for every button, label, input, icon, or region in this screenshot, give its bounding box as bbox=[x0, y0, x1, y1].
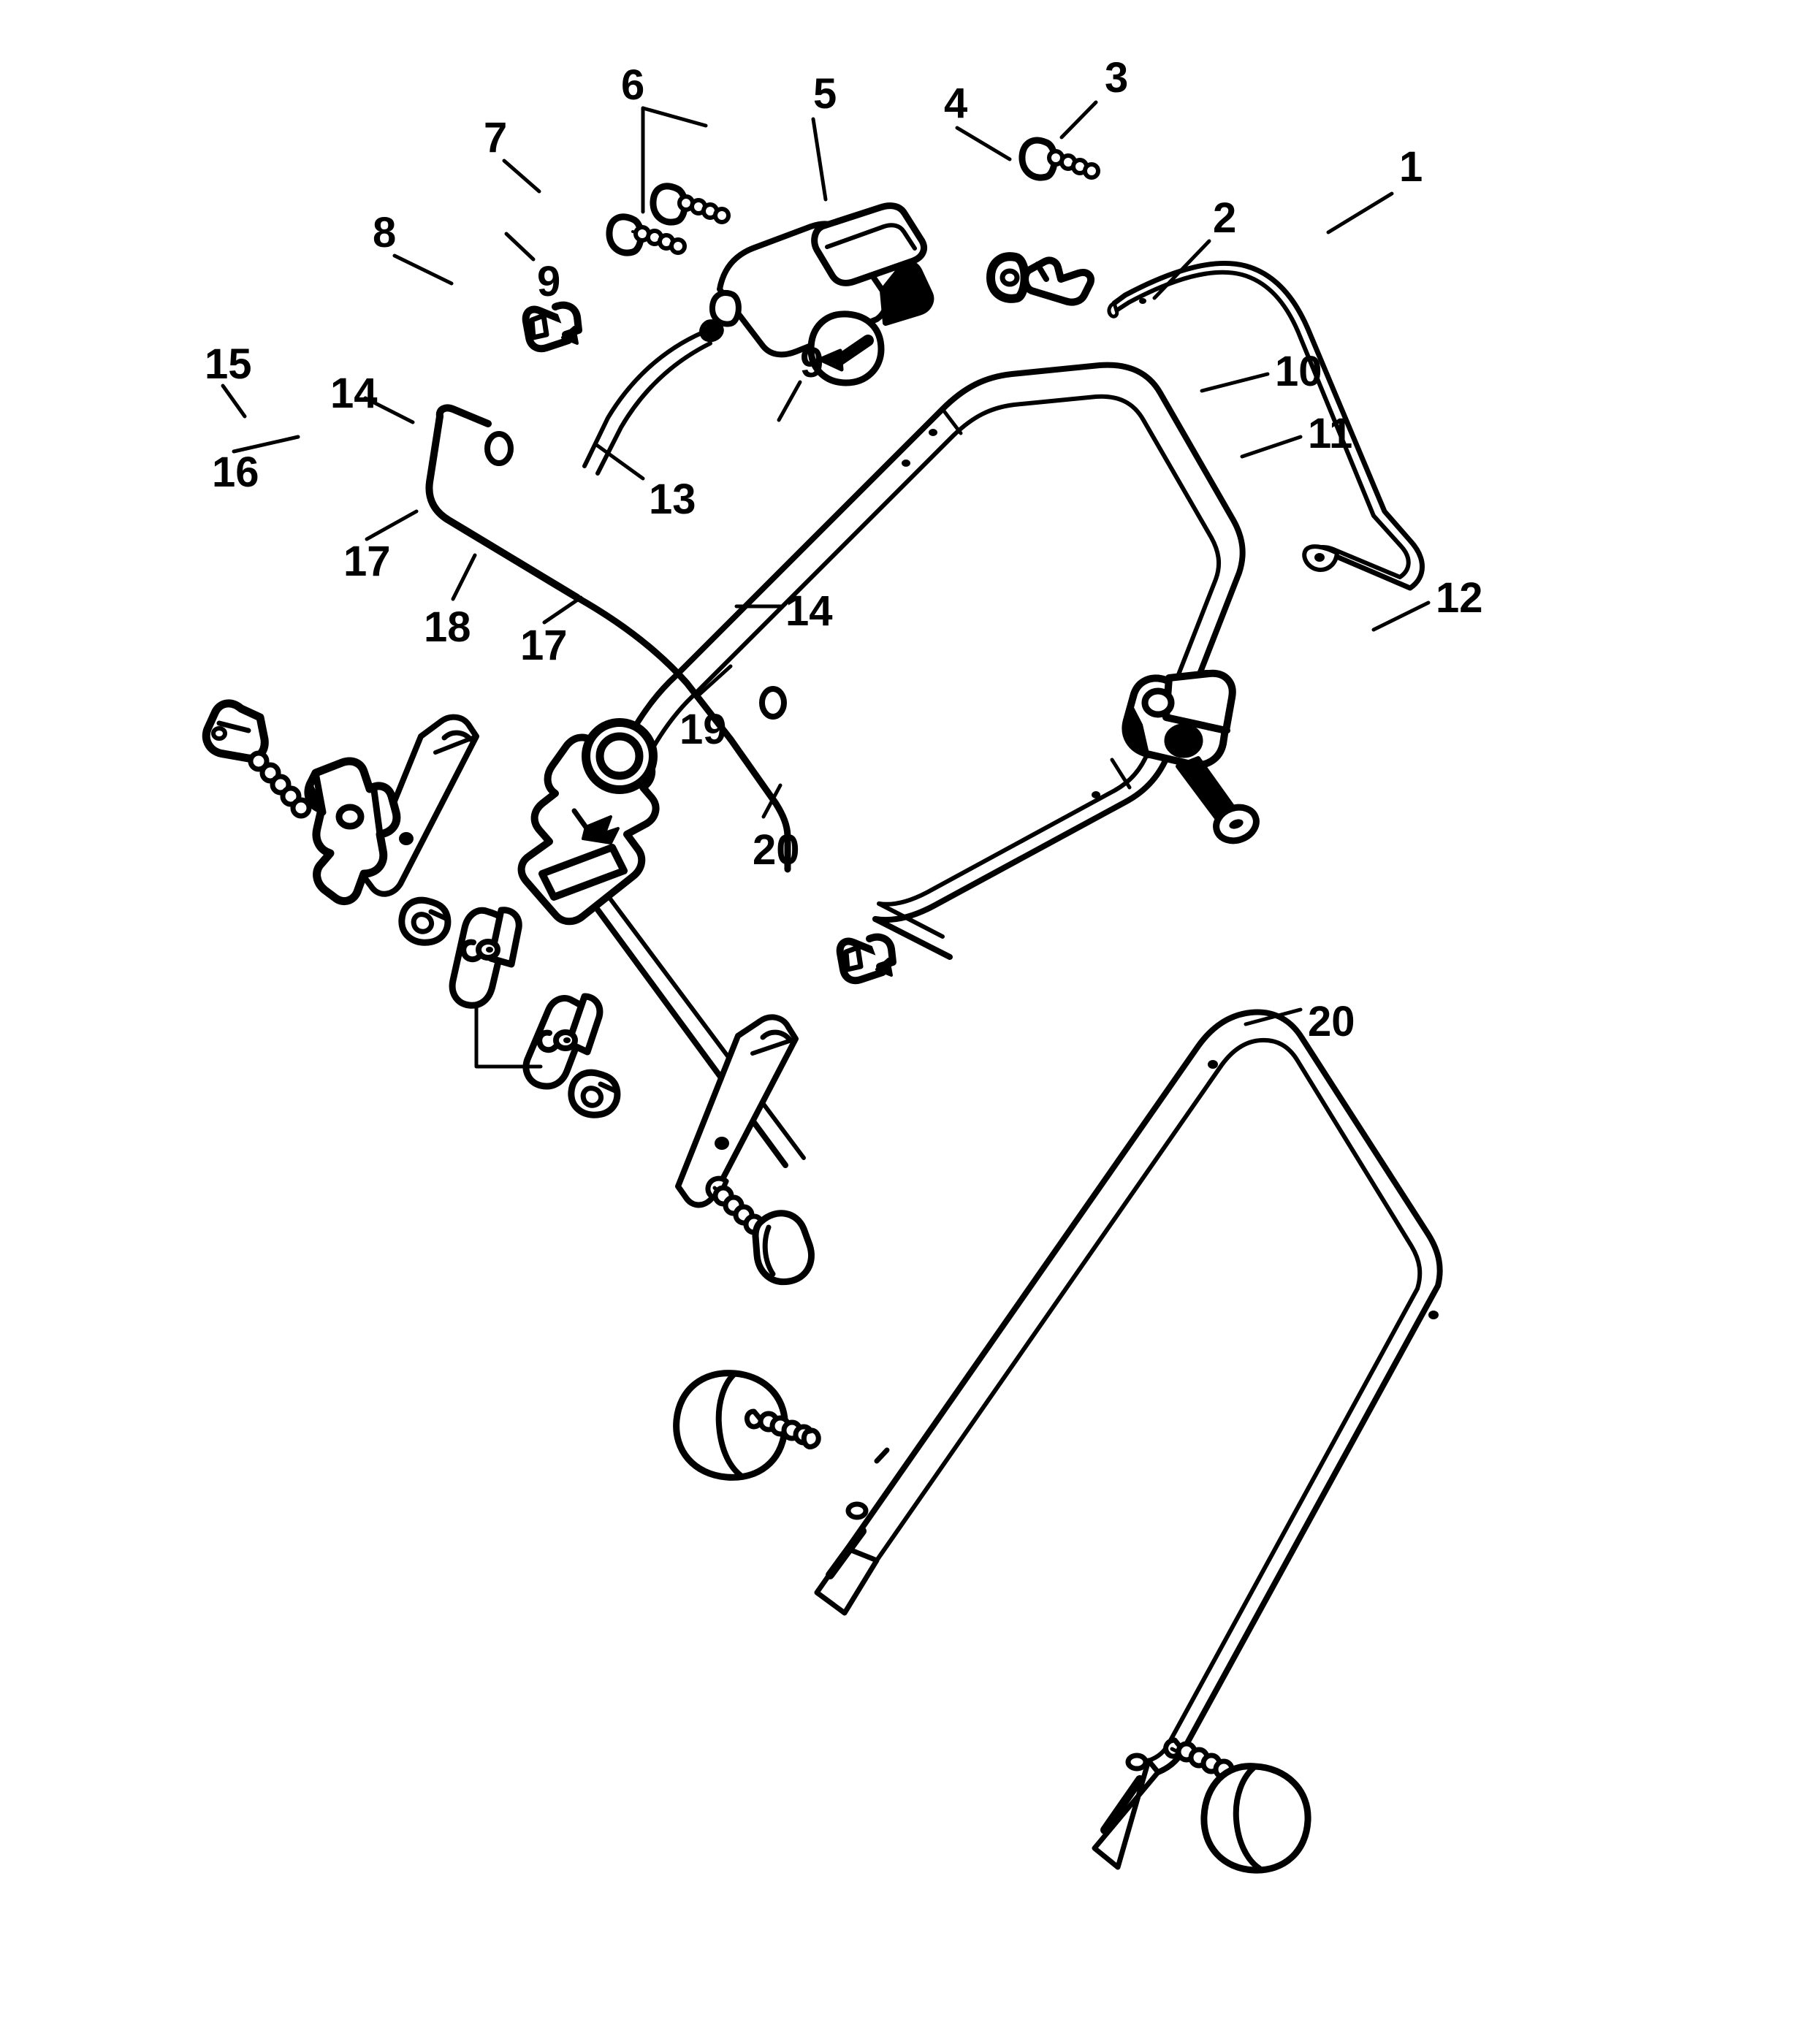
part-19-knob-screw bbox=[705, 1175, 815, 1286]
leader-line-cable-tie-clip-upper bbox=[365, 509, 419, 541]
callout-number-shoulder-bolt: 15 bbox=[205, 340, 252, 388]
callout-number-handle-bracket-knuckle: 10 bbox=[1275, 348, 1322, 395]
leader-line-grommet-upper-left bbox=[504, 232, 536, 262]
leader-line-upper-handle-bail-bar bbox=[1326, 191, 1394, 234]
callout-number-cable-guide-bracket: 13 bbox=[649, 476, 696, 523]
callout-number-upper-handle-frame: 2 bbox=[1213, 194, 1237, 242]
leader-line-control-cable-rod bbox=[392, 253, 454, 286]
part-7-clip-lower bbox=[836, 933, 896, 985]
leader-line-handle-knob-upper bbox=[761, 783, 783, 819]
part-4-cable-anchor bbox=[986, 252, 1094, 306]
callout-number-cable-clamp-anchor: 4 bbox=[944, 80, 968, 127]
leader-line-cable-clamp-pair bbox=[451, 553, 477, 601]
callout-number-cable-clip-upper: 7 bbox=[484, 114, 508, 161]
part-18-cable-clamp-pair bbox=[449, 907, 603, 1090]
part-20-knob-upper bbox=[673, 1370, 821, 1481]
leader-line-cable-guide-bracket bbox=[593, 442, 645, 481]
part-8-control-cable-rod bbox=[425, 404, 791, 873]
leader-line-shoulder-bolt bbox=[221, 384, 247, 419]
part-14-grip-right bbox=[675, 1014, 799, 1208]
leader-line-screw-pair-switch-mount bbox=[641, 106, 708, 128]
leader-line-upper-handle-frame bbox=[1152, 239, 1211, 300]
callout-number-switch-box-assembly: 5 bbox=[813, 70, 837, 118]
leader-line-grommet-center bbox=[777, 380, 802, 422]
callout-number-upper-handle-bail-bar: 1 bbox=[1399, 143, 1423, 191]
leader-line-handle-knob-clamp bbox=[232, 435, 300, 454]
callout-number-screw-pair-switch-mount: 6 bbox=[621, 61, 645, 109]
callout-number-lower-handle-frame: 12 bbox=[1436, 574, 1483, 622]
callout-number-cable-tie-clip-upper: 17 bbox=[343, 538, 391, 585]
part-3-screw bbox=[1018, 137, 1100, 181]
part-7-clip-upper bbox=[522, 301, 582, 353]
part-12-lower-handle-frame bbox=[814, 1009, 1443, 1870]
part-13-cable-guide-bracket bbox=[517, 718, 660, 926]
callout-number-handle-knob-lower: 20 bbox=[1308, 998, 1355, 1045]
callout-number-handle-grip-right: 14 bbox=[785, 587, 833, 635]
switch-cable bbox=[582, 330, 712, 476]
part-20-knob-lower bbox=[1163, 1737, 1311, 1874]
leader-line-handle-bracket-knuckle bbox=[1200, 372, 1270, 393]
leader-line-knob-screw-handle bbox=[698, 664, 733, 696]
part-16-knob-clamp bbox=[304, 757, 401, 905]
part-9-grommets bbox=[484, 431, 787, 720]
leader-line-cable-tie-clip-lower bbox=[542, 595, 583, 625]
leader-line-screw-pan-head-upper bbox=[1059, 100, 1098, 140]
callout-number-cable-tie-clip-lower: 17 bbox=[520, 622, 568, 669]
leader-line-cable-clip-upper bbox=[502, 159, 541, 194]
callout-number-carriage-bolt: 11 bbox=[1308, 410, 1353, 457]
part-6-screws bbox=[606, 183, 731, 256]
part-17-clip-lower bbox=[568, 1069, 621, 1118]
leader-line-lower-handle-frame bbox=[1371, 600, 1431, 632]
callout-number-control-cable-rod: 8 bbox=[373, 209, 397, 256]
leader-line-handle-grip-left bbox=[363, 396, 415, 424]
leader-line-carriage-bolt bbox=[1240, 435, 1303, 459]
leader-line-cable-clamp-anchor bbox=[955, 126, 1012, 161]
part-14-grip-left bbox=[361, 714, 479, 897]
part-11-carriage-bolt bbox=[1176, 756, 1260, 844]
callout-number-grommet-center: 9 bbox=[800, 339, 824, 386]
part-5-switch-box bbox=[699, 202, 934, 386]
leader-line-handle-knob-lower bbox=[1244, 1007, 1303, 1026]
leader-line-part-18-branch bbox=[474, 1003, 543, 1069]
part-10-bracket-knuckle bbox=[1122, 669, 1236, 769]
callout-number-knob-screw-handle: 19 bbox=[679, 706, 727, 753]
part-15-shoulder-bolt bbox=[202, 699, 312, 819]
callout-number-screw-pan-head-upper: 3 bbox=[1105, 54, 1129, 102]
callout-number-handle-knob-clamp: 16 bbox=[212, 449, 259, 496]
callout-number-handle-knob-upper: 20 bbox=[753, 826, 800, 874]
leader-line-switch-box-assembly bbox=[811, 117, 828, 202]
callout-number-cable-clamp-pair: 18 bbox=[424, 603, 471, 651]
callout-number-handle-grip-left: 14 bbox=[330, 370, 378, 417]
callout-number-grommet-upper-left: 9 bbox=[537, 258, 561, 305]
part-17-clip-upper bbox=[398, 896, 452, 946]
